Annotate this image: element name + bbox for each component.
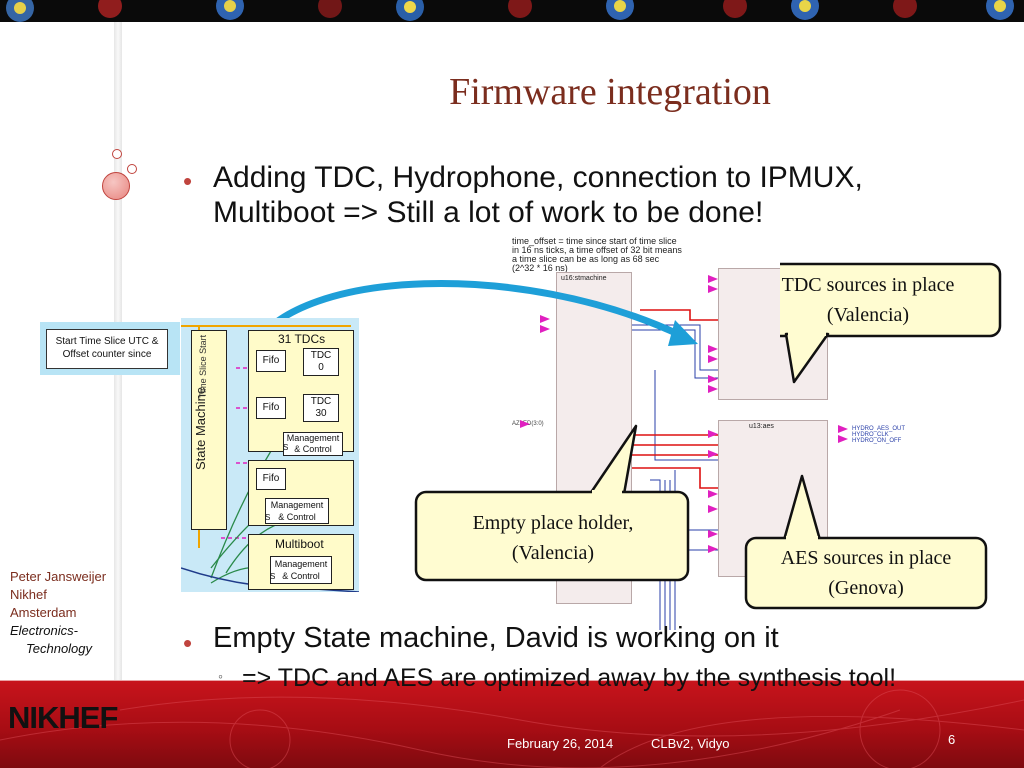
sub-bullet-text: => TDC and AES are optimized away by the… [242,664,897,692]
tdc0-line-1: TDC [310,350,332,361]
tdc-callout-line-2: (Valencia) [826,304,910,326]
fifo-label-3: Fifo [262,473,280,484]
aes-callout-shape [744,474,988,610]
decor-dot-small [112,149,122,159]
state-block-label: u16:stmachine [561,275,607,282]
footer-top-line [0,680,1024,681]
mgmt-1-line-1: Management [286,433,340,443]
decor-dot-large [102,172,130,200]
port-markers [520,275,848,553]
bullet-1-line-2: Multiboot => Still a lot of work to be d… [213,196,764,229]
fifo-label-2: Fifo [262,402,280,413]
schematic-note-2: in 16 ns ticks, a time offset of 32 bit … [512,245,682,255]
aes-output-2: HYDRO_CLK [852,432,889,438]
start-time-line-2: Offset counter since [62,349,152,360]
schematic-note-3: a time slice can be as long as 68 sec [512,254,660,264]
banner-graphic [0,0,1024,22]
footer-event: CLBv2, Vidyo [651,736,730,751]
tdc-callout-shape [780,262,1002,384]
footer-bar [0,680,1024,768]
fifo-box-3: Fifo [256,468,286,490]
tdc30-line-1: TDC [310,396,332,407]
aes-block-label: u13:aes [749,423,774,430]
logo-text: NIKHEF [8,700,118,735]
author-dept-2: Technology [26,641,93,656]
placeholder-callout-line-1: Empty place holder, [472,512,634,534]
mgmt-2-line-1: Management [270,500,324,510]
author-block: Peter Jansweijer Nikhef Amsterdam Electr… [10,568,106,658]
state-machine-label: State Machine [193,386,208,470]
aes-callout-line-1: AES sources in place [780,547,952,569]
schematic-note-4: (2^32 * 16 ns) [512,263,568,273]
slide-title: Firmware integration [449,71,771,113]
tdc30-line-2: 30 [315,408,327,419]
author-dept-1: Electronics- [10,623,78,638]
decor-dot-small-2 [127,164,137,174]
mgmt-box-1: Management& Control [283,432,343,456]
mgmt-3-line-1: Management [274,559,328,569]
multiboot-label: Multiboot [275,537,324,551]
bullet-1-line-1: Adding TDC, Hydrophone, connection to IP… [213,161,863,194]
placeholder-callout-line-2: (Valencia) [511,542,595,564]
top-banner-image [0,0,1024,22]
placeholder-callout: Empty place holder, (Valencia) [418,508,688,568]
bullet-marker-2: • [183,628,193,658]
author-name: Peter Jansweijer [10,569,107,584]
start-time-box: Start Time Slice UTC & Offset counter si… [46,329,168,369]
schematic-note-1: time_offset = time since start of time s… [512,236,677,246]
tdc0-line-2: 0 [318,362,324,373]
tdc-callout-line-1: TDC sources in place [781,274,955,296]
sub-bullet-marker: ◦ [218,668,223,684]
state-machine-box [191,330,227,530]
s-label-1: S [283,443,289,452]
start-time-line-1: Start Time Slice UTC & [55,336,159,347]
author-org: Nikhef [10,587,47,602]
nikhef-logo: NIKHEF [8,700,118,736]
fifo-label-1: Fifo [262,355,280,366]
mgmt-box-3: Management & Control [270,556,332,584]
tdc-group-label: 31 TDCs [278,332,326,346]
mgmt-box-2: Management & Control [265,498,329,524]
placeholder-callout-shape [414,424,690,582]
mgmt-1-line-2: & Control [294,444,332,454]
mgmt-2-line-2: & Control [278,512,316,522]
aes-callout-line-2: (Genova) [828,577,904,599]
author-city: Amsterdam [10,605,77,620]
bullet-2-text: Empty State machine, David is working on… [213,622,779,654]
mgmt-3-line-2: & Control [282,571,320,581]
link-arrow [252,280,698,347]
time-slice-start-label: Time Slice Start [198,334,208,398]
aes-output-1: HYDRO_AES_OUT [852,426,906,432]
tdc-callout: TDC sources in place (Valencia) [740,270,996,330]
bullet-marker: • [183,166,193,196]
s-label-2: S [265,513,271,522]
page-number: 6 [948,732,956,747]
footer-texture [0,689,1024,768]
fifo-box-1: Fifo [256,350,286,372]
aes-callout: AES sources in place (Genova) [748,543,984,603]
aes-output-3: HYDRO_ON_OFF [852,438,902,444]
fifo-box-2: Fifo [256,397,286,419]
s-label-3: S [270,572,276,581]
footer-date: February 26, 2014 [507,736,614,751]
